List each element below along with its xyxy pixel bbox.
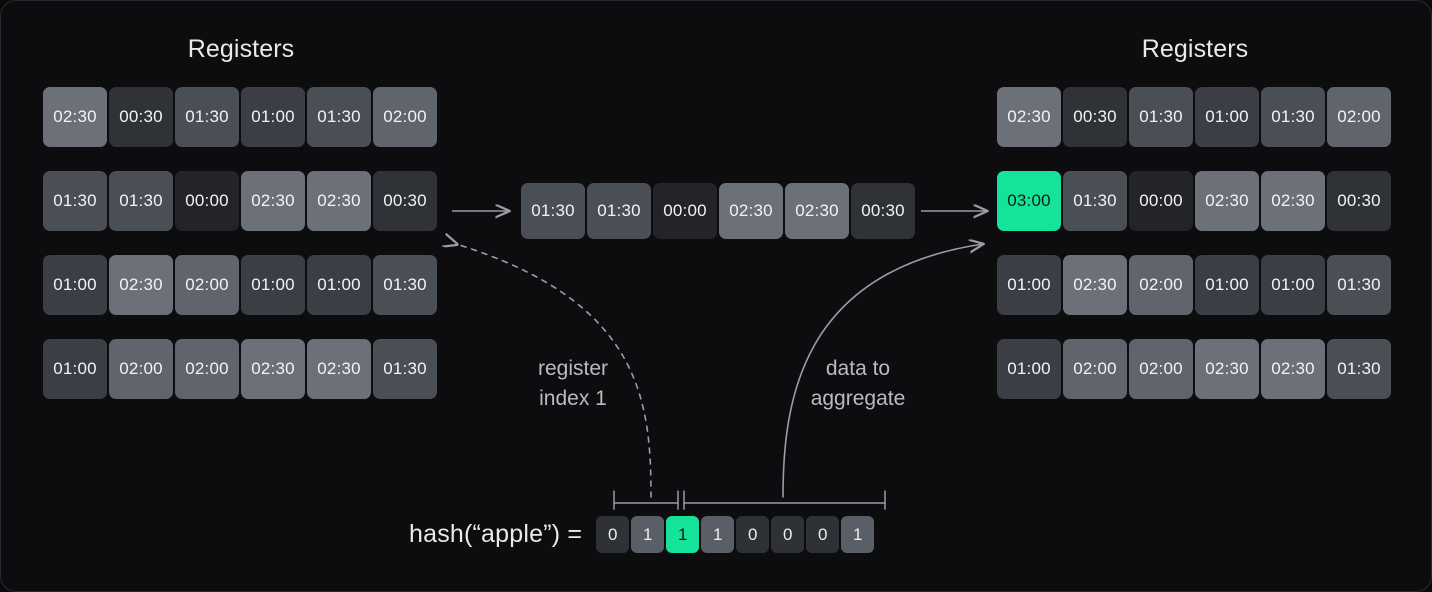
register-row: 01:00 02:00 02:00 02:30 02:30 01:30: [43, 339, 439, 399]
register-cell[interactable]: 01:00: [1195, 255, 1259, 315]
selected-register-cell[interactable]: 00:00: [653, 183, 717, 239]
left-registers-panel: Registers 02:30 00:30 01:30 01:00 01:30 …: [43, 37, 439, 399]
register-cell[interactable]: 02:00: [109, 339, 173, 399]
register-row: 03:00 01:30 00:00 02:30 02:30 00:30: [997, 171, 1393, 231]
register-cell[interactable]: 01:30: [175, 87, 239, 147]
register-cell[interactable]: 01:00: [997, 339, 1061, 399]
register-cell[interactable]: 02:00: [1129, 339, 1193, 399]
register-row: 01:00 02:00 02:00 02:30 02:30 01:30: [997, 339, 1393, 399]
left-panel-title: Registers: [187, 35, 295, 63]
register-cell[interactable]: 02:30: [241, 171, 305, 231]
hash-bit[interactable]: 0: [771, 516, 805, 553]
selected-register-cell[interactable]: 01:30: [521, 183, 585, 239]
register-cell[interactable]: 02:30: [307, 339, 371, 399]
register-cell[interactable]: 02:00: [175, 255, 239, 315]
register-cell[interactable]: 01:00: [43, 255, 107, 315]
selected-register-row: 01:30 01:30 00:00 02:30 02:30 00:30: [521, 183, 915, 239]
register-cell[interactable]: 01:00: [997, 255, 1061, 315]
register-cell[interactable]: 01:00: [43, 339, 107, 399]
register-cell[interactable]: 01:30: [1063, 171, 1127, 231]
register-row: 01:00 02:30 02:00 01:00 01:00 01:30: [997, 255, 1393, 315]
register-cell[interactable]: 02:00: [175, 339, 239, 399]
register-cell[interactable]: 02:00: [1129, 255, 1193, 315]
register-cell[interactable]: 00:30: [373, 171, 437, 231]
selected-register-cell[interactable]: 00:30: [851, 183, 915, 239]
register-cell[interactable]: 02:00: [1063, 339, 1127, 399]
left-register-grid: 02:30 00:30 01:30 01:00 01:30 02:00 01:3…: [43, 87, 439, 399]
register-cell[interactable]: 02:30: [43, 87, 107, 147]
register-index-label: register index 1: [537, 357, 609, 410]
hash-bit[interactable]: 1: [631, 516, 665, 553]
register-row: 01:00 02:30 02:00 01:00 01:00 01:30: [43, 255, 439, 315]
selected-register-cell[interactable]: 02:30: [785, 183, 849, 239]
register-cell[interactable]: 01:00: [1261, 255, 1325, 315]
register-cell[interactable]: 01:00: [307, 255, 371, 315]
register-cell[interactable]: 01:00: [241, 255, 305, 315]
register-cell[interactable]: 02:30: [1261, 339, 1325, 399]
register-cell[interactable]: 02:30: [997, 87, 1061, 147]
register-row: 01:30 01:30 00:00 02:30 02:30 00:30: [43, 171, 439, 231]
register-cell[interactable]: 01:30: [43, 171, 107, 231]
register-cell[interactable]: 01:30: [1129, 87, 1193, 147]
register-cell[interactable]: 01:00: [1195, 87, 1259, 147]
register-cell[interactable]: 00:30: [1063, 87, 1127, 147]
register-cell[interactable]: 01:30: [373, 339, 437, 399]
register-row: 02:30 00:30 01:30 01:00 01:30 02:00: [997, 87, 1393, 147]
register-cell[interactable]: 02:00: [373, 87, 437, 147]
data-to-aggregate-label: data to aggregate: [810, 357, 906, 410]
register-cell[interactable]: 01:30: [1327, 339, 1391, 399]
hash-label: hash(“apple”) =: [409, 520, 583, 548]
right-panel-title: Registers: [1141, 35, 1249, 63]
register-cell-highlighted[interactable]: 03:00: [997, 171, 1061, 231]
hash-bit[interactable]: 0: [596, 516, 630, 553]
hash-bit[interactable]: 0: [736, 516, 770, 553]
right-registers-panel: Registers 02:30 00:30 01:30 01:00 01:30 …: [997, 37, 1393, 399]
hash-row: hash(“apple”) = 0 1 1 1 0 0 0 1: [409, 516, 875, 553]
register-cell[interactable]: 01:30: [109, 171, 173, 231]
selected-register-cell[interactable]: 02:30: [719, 183, 783, 239]
right-register-grid: 02:30 00:30 01:30 01:00 01:30 02:00 03:0…: [997, 87, 1393, 399]
register-cell[interactable]: 01:30: [1327, 255, 1391, 315]
register-cell[interactable]: 01:30: [1261, 87, 1325, 147]
register-cell[interactable]: 00:30: [109, 87, 173, 147]
register-cell[interactable]: 02:30: [307, 171, 371, 231]
register-cell[interactable]: 02:30: [1195, 339, 1259, 399]
register-cell[interactable]: 01:30: [373, 255, 437, 315]
register-row: 02:30 00:30 01:30 01:00 01:30 02:00: [43, 87, 439, 147]
selected-register-cell[interactable]: 01:30: [587, 183, 651, 239]
register-cell[interactable]: 00:00: [175, 171, 239, 231]
hash-bit[interactable]: 1: [841, 516, 875, 553]
hash-bits: 0 1 1 1 0 0 0 1: [596, 516, 875, 553]
register-cell[interactable]: 01:00: [241, 87, 305, 147]
register-cell[interactable]: 02:30: [241, 339, 305, 399]
register-cell[interactable]: 00:30: [1327, 171, 1391, 231]
hash-bit-highlighted[interactable]: 1: [666, 516, 700, 553]
register-cell[interactable]: 00:00: [1129, 171, 1193, 231]
register-cell[interactable]: 02:00: [1327, 87, 1391, 147]
register-cell[interactable]: 02:30: [109, 255, 173, 315]
bracket-data-bits: [683, 490, 886, 510]
register-cell[interactable]: 01:30: [307, 87, 371, 147]
hash-bit[interactable]: 0: [806, 516, 840, 553]
bracket-index-bits: [613, 490, 679, 510]
hash-bit[interactable]: 1: [701, 516, 735, 553]
register-cell[interactable]: 02:30: [1063, 255, 1127, 315]
register-cell[interactable]: 02:30: [1195, 171, 1259, 231]
register-cell[interactable]: 02:30: [1261, 171, 1325, 231]
